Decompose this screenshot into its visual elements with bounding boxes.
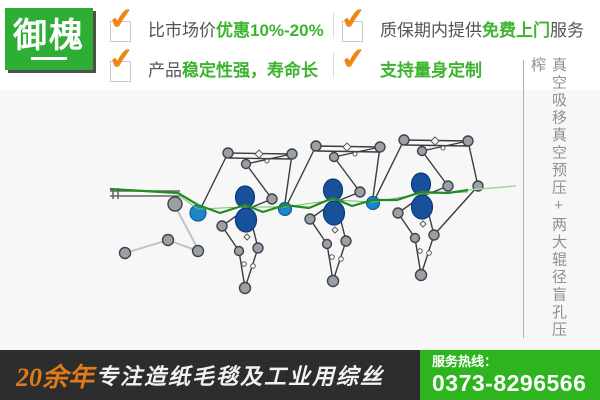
benefit-item-price: ✔ 比市场价优惠10%-20% [107,2,324,46]
side-banner-line [523,60,524,338]
hotline-box: 服务热线： 0373-8296566 [420,350,600,400]
diagram-background-band [0,90,600,350]
footer-bar: 20余年 专注造纸毛毯及工业用综丝 服务热线： 0373-8296566 [0,350,600,400]
logo[interactable]: 御槐 [5,8,93,70]
hotline-label: 服务热线： [432,354,498,369]
check-icon: ✔ [339,2,372,44]
benefit-item-stability: ✔ 产品稳定性强，寿命长 [107,42,318,86]
check-icon: ✔ [107,2,140,44]
side-banner-text: 真空吸移真空预压+两大辊径盲孔压榨 [529,57,567,339]
benefit-text: 比市场价优惠10%-20% [148,20,324,40]
check-icon: ✔ [107,42,140,84]
header-divider [333,12,334,38]
benefit-item-custom: ✔ 支持量身定制 [339,41,482,86]
slogan-rest: 专注造纸毛毯及工业用综丝 [96,364,385,389]
check-icon: ✔ [339,41,368,78]
suction-roll-3 [365,195,381,211]
benefit-item-warranty: ✔ 质保期内提供免费上门服务 [339,2,584,46]
benefit-text: 质保期内提供免费上门服务 [380,20,584,40]
logo-text: 御槐 [13,16,85,55]
footer-slogan: 20余年 专注造纸毛毯及工业用综丝 [16,350,384,400]
slogan-years: 20余年 [16,362,95,392]
press-unit-1 [197,147,298,295]
header-divider [333,52,334,78]
paper-web-line [109,185,517,215]
press-unit-2 [285,140,386,288]
felt-connectors [284,140,479,236]
logo-underline [31,56,67,60]
benefit-text: 支持量身定制 [380,60,482,80]
benefit-text: 产品稳定性强，寿命长 [148,60,318,80]
wire-entry-section [110,188,205,260]
hotline-number: 0373-8296566 [432,370,587,396]
